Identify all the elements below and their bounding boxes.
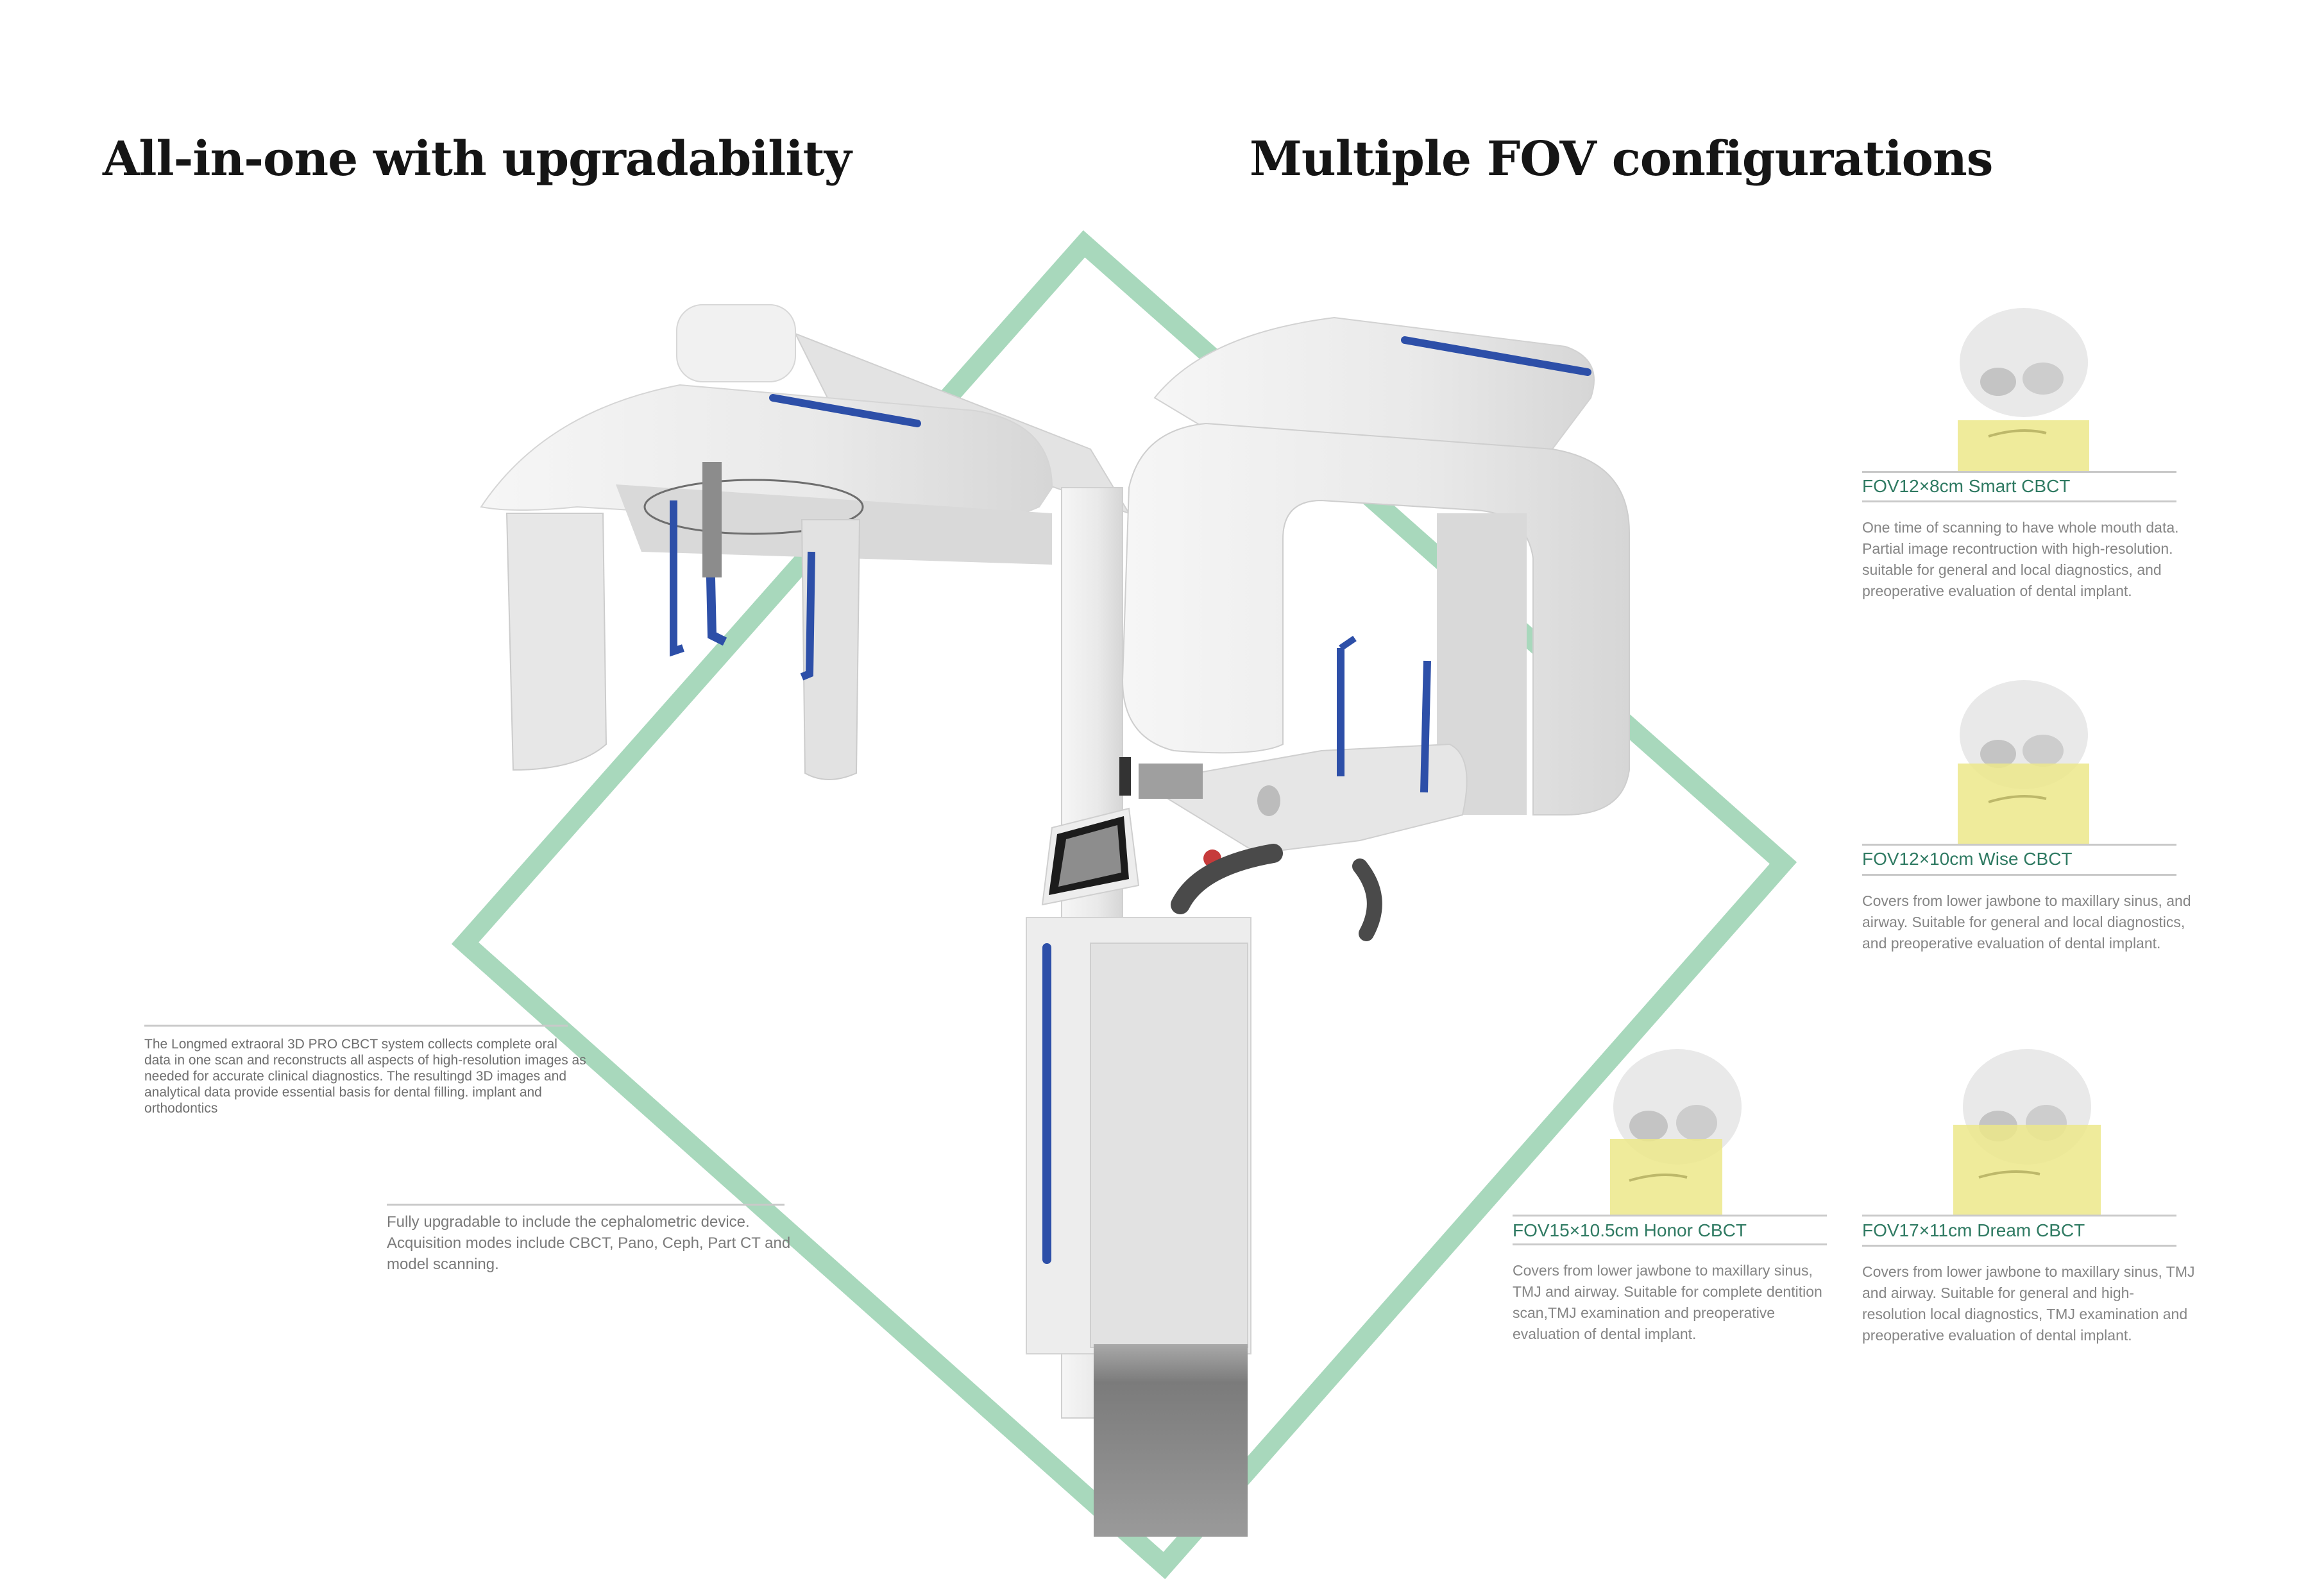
- intro-paragraph: The Longmed extraoral 3D PRO CBCT system…: [144, 1037, 586, 1116]
- fov-smart-bottom-rule: [1862, 500, 2176, 502]
- fov-honor-top-rule: [1513, 1215, 1827, 1217]
- right-section-title: Multiple FOV configurations: [1250, 132, 1993, 187]
- fov-honor-title: FOV15×10.5cm Honor CBCT: [1513, 1220, 1747, 1240]
- upgrade-paragraph: Fully upgradable to include the cephalom…: [387, 1213, 791, 1273]
- fov-wise-top-rule: [1862, 844, 2176, 846]
- fov-wise-description: Covers from lower jawbone to maxillary s…: [1862, 892, 2191, 952]
- fov-dream-title: FOV17×11cm Dream CBCT: [1862, 1220, 2085, 1240]
- fov-smart-description: One time of scanning to have whole mouth…: [1862, 519, 2179, 599]
- fov-honor-bottom-rule: [1513, 1243, 1827, 1245]
- intro-divider: [144, 1025, 568, 1027]
- fov-wise-title: FOV12×10cm Wise CBCT: [1862, 849, 2073, 869]
- fov-smart-top-rule: [1862, 471, 2176, 473]
- fov-wise-bottom-rule: [1862, 874, 2176, 876]
- fov-dream-description: Covers from lower jawbone to maxillary s…: [1862, 1263, 2195, 1344]
- skull-fov-honor-icon: [1610, 1049, 1742, 1215]
- skull-fov-dream-icon: [1953, 1049, 2101, 1215]
- skull-fov-smart-icon: [1958, 308, 2089, 472]
- left-section-title: All-in-one with upgradability: [103, 132, 852, 187]
- cbct-device-icon: [480, 304, 1630, 1537]
- skull-fov-wise-icon: [1958, 680, 2089, 844]
- fov-honor-description: Covers from lower jawbone to maxillary s…: [1513, 1262, 1822, 1342]
- fov-smart-title: FOV12×8cm Smart CBCT: [1862, 476, 2071, 496]
- fov-dream-top-rule: [1862, 1215, 2176, 1217]
- upgrade-divider: [387, 1204, 785, 1206]
- fov-dream-bottom-rule: [1862, 1245, 2176, 1247]
